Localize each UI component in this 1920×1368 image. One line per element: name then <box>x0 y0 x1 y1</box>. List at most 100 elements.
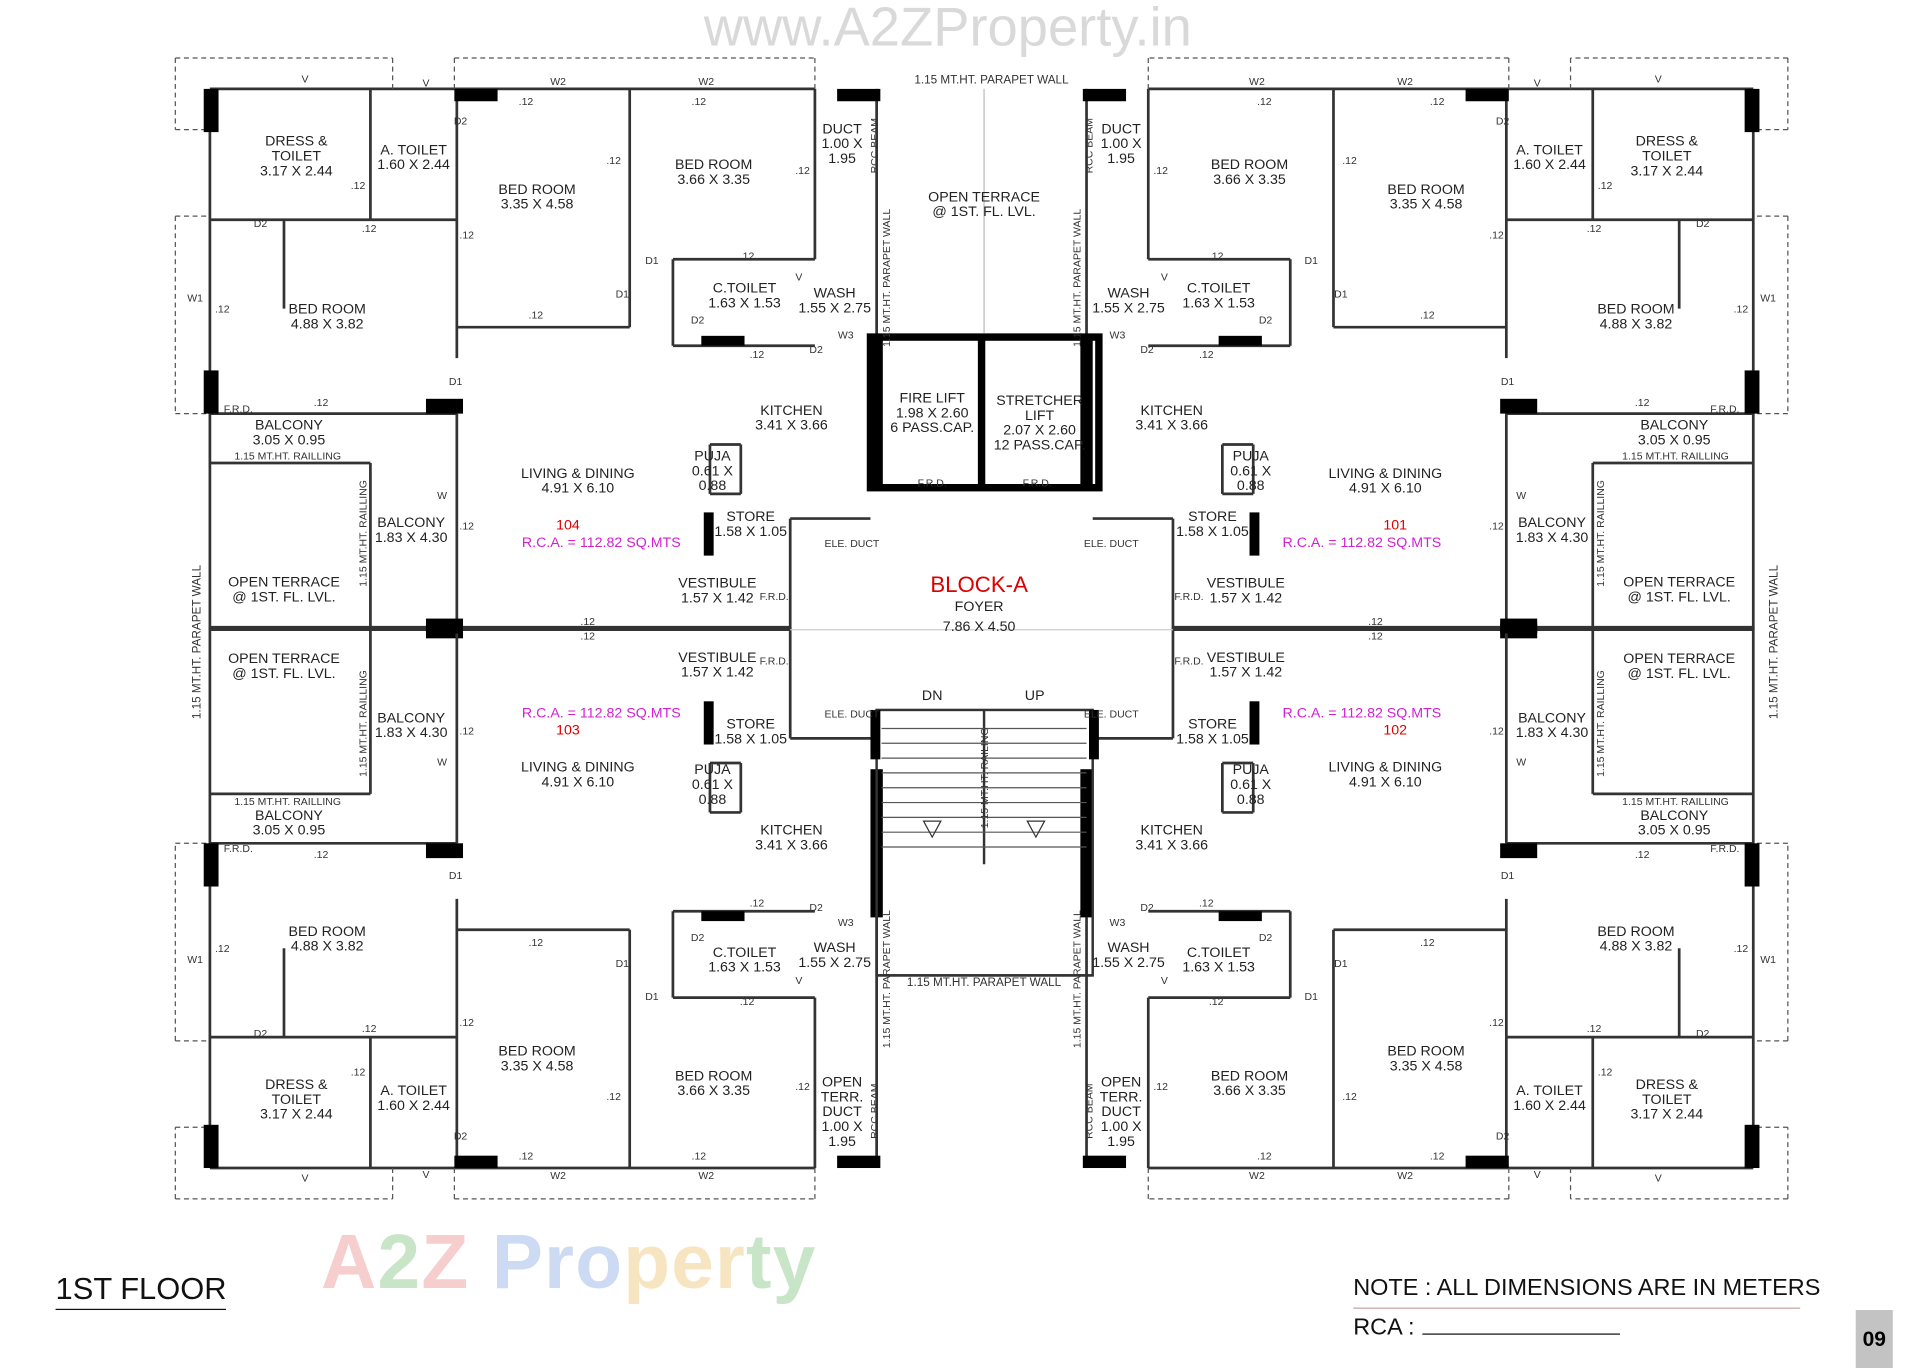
room-name: VESTIBULE <box>1206 650 1285 666</box>
stair-railing-label: 1.15 MT.HT. RAILING <box>977 727 991 829</box>
room-label: OPEN TERRACE @ 1ST. FL. LVL. <box>1617 575 1740 605</box>
room-size: 4.88 X 3.82 <box>1599 939 1673 955</box>
room-size: 3.35 X 4.58 <box>500 197 574 213</box>
column <box>203 1124 219 1169</box>
plan-annotation: .12 <box>1489 228 1504 241</box>
column <box>1082 1155 1127 1169</box>
room-size: 3.35 X 4.58 <box>1389 197 1463 213</box>
plan-annotation: .12 <box>313 396 329 409</box>
plan-annotation: W3 <box>1109 916 1126 929</box>
column <box>1465 88 1509 102</box>
room-name: PUJA <box>1232 449 1269 465</box>
plan-annotation: W <box>437 488 447 502</box>
plan-annotation: .12 <box>518 95 534 108</box>
plan-annotation: .12 <box>606 1090 621 1103</box>
room-label: OPEN TERRACE @ 1ST. FL. LVL. <box>1617 652 1740 682</box>
plan-annotation: .12 <box>1597 1065 1613 1078</box>
plan-annotation: V <box>795 270 803 283</box>
room-name: OPEN TERR. DUCT <box>820 1075 864 1120</box>
plan-annotation: D2 <box>690 930 705 944</box>
room-size: 0.61 X 0.88 <box>1230 464 1272 494</box>
room-size: 1.63 X 1.53 <box>708 960 781 976</box>
room-size: 1.83 X 4.30 <box>374 726 448 741</box>
room-name: KITCHEN <box>760 403 823 419</box>
plan-annotation: W1 <box>1760 953 1776 966</box>
plan-annotation: .12 <box>1733 942 1749 955</box>
room-size: 3.66 X 3.35 <box>1213 1084 1286 1099</box>
plan-annotation: D2 <box>1495 1129 1510 1143</box>
plan-annotation: .12 <box>1586 222 1602 235</box>
room-name: BALCONY <box>1640 418 1709 434</box>
column <box>1744 88 1760 133</box>
plan-annotation: 1.15 MT.HT. RAILLING <box>1593 670 1607 777</box>
fire-lift-size: 1.98 X 2.60 <box>895 406 969 422</box>
room-name: VESTIBULE <box>1206 576 1285 592</box>
unit-rca: R.C.A. = 112.82 SQ.MTS <box>521 706 681 722</box>
plan-annotation: 1.15 MT.HT. RAILLING <box>234 795 342 808</box>
room-name: C.TOILET <box>712 281 777 297</box>
column <box>701 335 745 346</box>
room-size: 1.63 X 1.53 <box>1182 960 1255 976</box>
plan-annotation: .12 <box>361 1022 377 1035</box>
room-size: 3.05 X 0.95 <box>252 823 326 839</box>
plan-annotation: .12 <box>1634 848 1650 861</box>
foyer-size: 7.86 X 4.50 <box>942 619 1016 635</box>
room-size: 1.55 X 2.75 <box>798 301 871 317</box>
plan-annotation: W2 <box>698 1169 715 1182</box>
room-size: 1.60 X 2.44 <box>1513 158 1586 173</box>
room-name: BED ROOM <box>288 302 366 318</box>
plan-annotation: D2 <box>1140 901 1154 914</box>
watermark-url: www.A2ZProperty.in <box>703 0 1192 59</box>
plan-annotation: V <box>795 974 803 987</box>
plan-annotation: D2 <box>1495 114 1510 128</box>
room-size: 1.60 X 2.44 <box>377 1098 450 1114</box>
middle-parapet-label: 1.15 MT.HT. PARAPET WALL <box>906 976 1062 990</box>
column <box>1089 709 1099 760</box>
plan-annotation: D1 <box>1500 375 1515 388</box>
stretcher-lift-frd: F.R.D. <box>1022 476 1052 489</box>
plan-annotation: V <box>301 1171 309 1185</box>
plan-annotation: W2 <box>1249 75 1265 88</box>
plan-annotation: D2 <box>690 313 705 326</box>
column <box>1080 339 1093 488</box>
plan-annotation: .12 <box>1429 1149 1445 1162</box>
plan-annotation: .12 <box>1342 154 1357 167</box>
plan-annotation: V <box>1160 270 1168 283</box>
room-size: 1.58 X 1.05 <box>1176 524 1249 540</box>
room-size: 1.60 X 2.44 <box>377 158 450 173</box>
room-size: 3.17 X 2.44 <box>1630 1107 1704 1123</box>
plan-annotation: .12 <box>1208 249 1224 262</box>
plan-annotation: D2 <box>1258 930 1273 944</box>
room-name: DRESS & TOILET <box>1635 1077 1699 1108</box>
plan-annotation: ELE. DUCT <box>1083 707 1139 720</box>
block-name: BLOCK-A <box>930 572 1028 597</box>
column <box>837 88 881 102</box>
stair-arrow <box>1026 820 1046 839</box>
room-name: KITCHEN <box>1140 403 1203 419</box>
room-size: 1.00 X 1.95 <box>1100 137 1142 167</box>
plan-annotation: V <box>1160 974 1168 987</box>
plan-annotation: D1 <box>1500 869 1515 882</box>
column <box>701 911 745 922</box>
plan-annotation: D2 <box>1140 343 1154 356</box>
unit-number: 101 <box>1383 518 1408 534</box>
room-size: 4.88 X 3.82 <box>290 317 364 333</box>
room-name: DUCT <box>1101 122 1141 138</box>
room-size: 3.41 X 3.66 <box>755 418 828 434</box>
room-name: PUJA <box>1232 763 1269 778</box>
room-name: BED ROOM <box>1597 924 1675 940</box>
room-name: LIVING & DINING <box>1328 466 1443 482</box>
room-size: 3.66 X 3.35 <box>677 172 750 188</box>
plan-annotation: W2 <box>550 1169 566 1182</box>
plan-annotation: D2 <box>809 901 823 914</box>
room-name: BED ROOM <box>1387 1044 1465 1060</box>
room-name: DRESS & TOILET <box>265 134 328 165</box>
